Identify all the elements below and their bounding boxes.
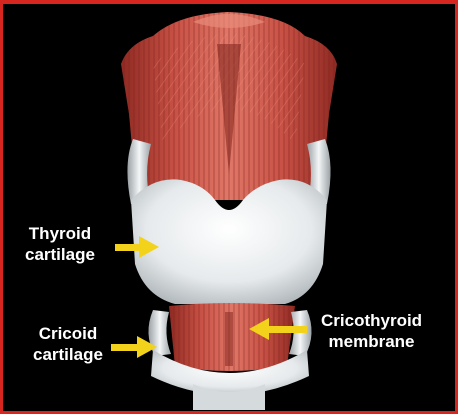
thyroid-label-line1: Thyroid — [25, 223, 95, 244]
cricothyroid-label-line2: membrane — [321, 331, 422, 352]
thyroid-label-line2: cartilage — [25, 244, 95, 265]
cricoid-label-line1: Cricoid — [33, 323, 103, 344]
cricoid-label-line2: cartilage — [33, 344, 103, 365]
cricoid-cartilage-label: Cricoid cartilage — [33, 323, 103, 365]
thyroid-cartilage-label: Thyroid cartilage — [25, 223, 95, 265]
cricothyroid-label-line1: Cricothyroid — [321, 310, 422, 331]
upper-muscle — [121, 12, 337, 200]
cricothyroid-membrane-shape — [169, 303, 295, 371]
cricothyroid-membrane-label: Cricothyroid membrane — [321, 310, 422, 352]
